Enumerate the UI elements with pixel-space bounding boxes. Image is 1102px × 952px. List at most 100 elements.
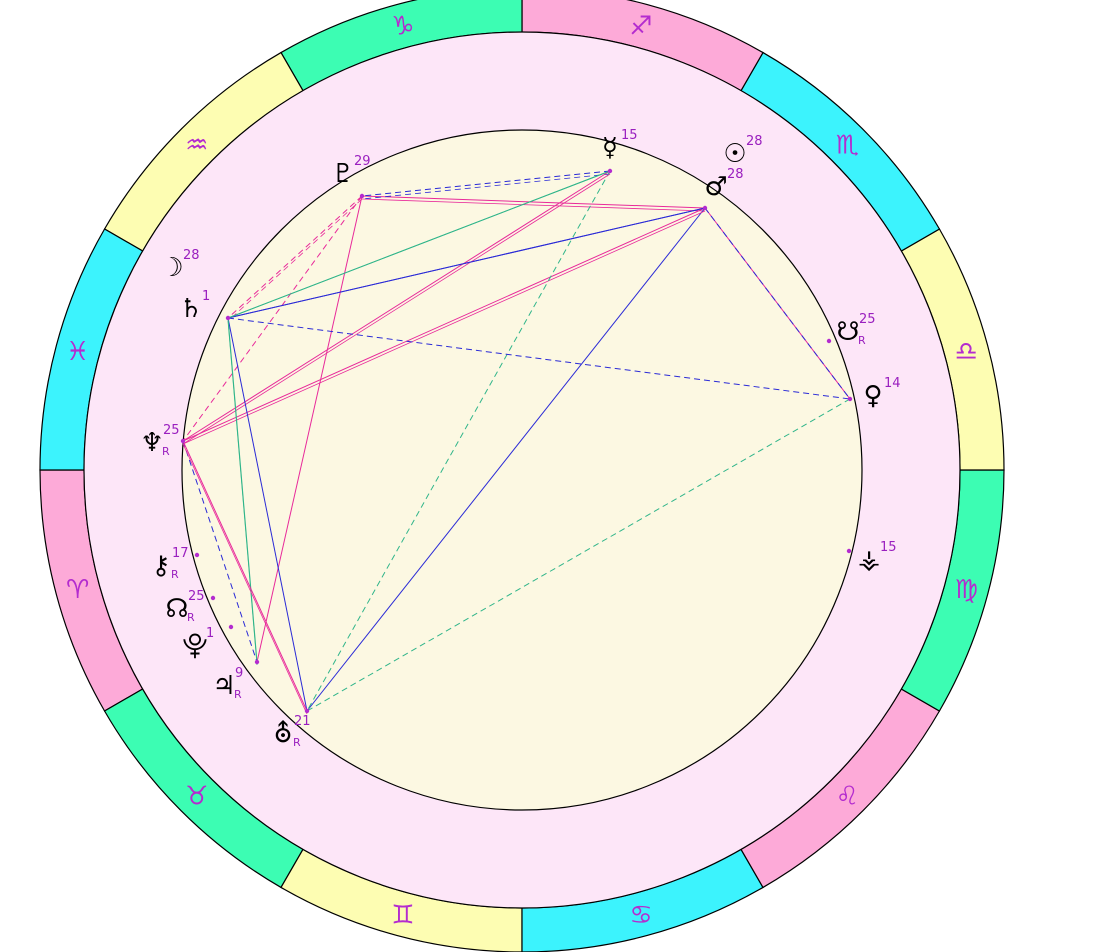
saturn-icon: ♄ — [179, 294, 202, 324]
mercury-degree: 15 — [621, 128, 638, 143]
south-node-position-dot — [826, 338, 832, 344]
vesta-degree: 15 — [880, 540, 897, 555]
aspect-line-pluto-saturn — [227, 195, 363, 319]
proserpina-marker: ⯓1 — [182, 624, 234, 661]
north-node-retrograde-marker: R — [187, 611, 195, 624]
sagittarius-sign-icon: ♐ — [629, 12, 652, 42]
moon-marker: ☽28 — [160, 248, 199, 283]
aspect-line-saturn-uranus — [227, 317, 308, 712]
aspect-line-parallel — [227, 320, 258, 666]
virgo-sign-icon: ♍ — [955, 575, 978, 605]
taurus-sign-icon: ♉ — [185, 781, 208, 811]
aspect-line-saturn-mars — [227, 207, 706, 319]
pluto-position-dot — [359, 193, 365, 199]
aspect-line-saturn-venus — [227, 317, 851, 400]
aspect-line-parallel — [361, 173, 611, 200]
moon-icon: ☽ — [160, 253, 183, 283]
mars-icon: ♂ — [704, 172, 727, 202]
jupiter-degree: 9 — [235, 666, 243, 681]
chiron-degree: 17 — [172, 546, 189, 561]
mars-degree: 28 — [727, 167, 744, 182]
mercury-marker: ☿15 — [602, 128, 638, 174]
cancer-sign-icon: ♋ — [629, 900, 652, 930]
proserpina-icon: ⯓ — [182, 631, 207, 661]
jupiter-icon: ♃ — [212, 671, 235, 701]
sun-icon: ☉ — [723, 139, 746, 169]
jupiter-marker: ♃9R — [212, 659, 260, 701]
aspect-line-venus-uranus — [306, 398, 851, 712]
aspect-line-mercury-neptune — [182, 170, 611, 442]
gemini-sign-icon: ♊ — [391, 900, 414, 930]
aspect-line-neptune-uranus — [182, 440, 308, 712]
aspect-line-parallel — [227, 198, 363, 322]
uranus-degree: 21 — [294, 714, 311, 729]
aspect-line-mars-neptune — [182, 207, 706, 442]
aspect-line-parallel — [182, 210, 706, 445]
pluto-icon: ♇ — [331, 159, 354, 189]
mercury-position-dot — [607, 168, 613, 174]
aspect-line-parallel — [361, 198, 706, 212]
aspect-line-parallel — [182, 443, 308, 715]
capricorn-sign-icon: ♑ — [391, 12, 414, 42]
aspect-line-mercury-pluto — [361, 170, 611, 197]
saturn-position-dot — [225, 315, 231, 321]
neptune-position-dot — [180, 438, 186, 444]
mars-marker: ♂28 — [702, 167, 744, 211]
saturn-degree: 1 — [202, 289, 210, 304]
sun-degree: 28 — [746, 134, 763, 149]
scorpio-sign-icon: ♏ — [836, 131, 859, 161]
neptune-degree: 25 — [163, 423, 180, 438]
sun-marker: ☉28 — [723, 134, 762, 169]
aspect-line-pluto-neptune — [182, 195, 363, 442]
chiron-marker: ⚷17R — [151, 546, 200, 581]
proserpina-position-dot — [228, 624, 234, 630]
aries-sign-icon: ♈ — [66, 575, 89, 605]
zodiac-sign-ring — [39, 0, 1005, 952]
saturn-marker: ♄1 — [179, 289, 231, 324]
aspect-line-neptune-jupiter — [182, 440, 258, 663]
uranus-marker: ⛢21R — [273, 708, 311, 749]
neptune-retrograde-marker: R — [162, 445, 170, 458]
aspect-line-parallel — [182, 173, 611, 445]
uranus-position-dot — [304, 708, 310, 714]
uranus-icon: ⛢ — [273, 719, 292, 749]
aspect-line-mercury-uranus — [306, 170, 611, 712]
aspect-line-mars-pluto — [361, 195, 706, 209]
chiron-position-dot — [194, 552, 200, 558]
zodiac-sign-glyphs: ♈♉♊♋♌♍♎♏♐♑♒♓ — [66, 12, 978, 931]
aspect-disc — [181, 129, 863, 811]
neptune-icon: ♆ — [140, 428, 163, 458]
neptune-marker: ♆25R — [140, 423, 186, 458]
aspect-line-mars-venus — [704, 207, 851, 400]
moon-degree: 28 — [183, 248, 200, 263]
planet-glyphs: ☿15☉28♂28♇29☽28♄1☋25R♀14♆25R⚷17R☊25R⯓1♃9… — [140, 128, 900, 749]
mercury-icon: ☿ — [602, 133, 618, 163]
north-node-icon: ☊ — [165, 594, 188, 624]
vesta-icon: ⚶ — [858, 545, 880, 575]
venus-degree: 14 — [884, 376, 901, 391]
vesta-marker: ⚶15 — [846, 540, 897, 575]
south-node-degree: 25 — [859, 312, 876, 327]
aspect-line-saturn-mercury — [227, 170, 611, 319]
pluto-degree: 29 — [354, 154, 371, 169]
jupiter-retrograde-marker: R — [234, 688, 242, 701]
north-node-marker: ☊25R — [165, 589, 216, 624]
leo-sign-icon: ♌ — [836, 781, 859, 811]
north-node-position-dot — [210, 595, 216, 601]
north-node-degree: 25 — [188, 589, 205, 604]
chiron-icon: ⚷ — [151, 551, 170, 581]
vesta-position-dot — [846, 548, 852, 554]
proserpina-degree: 1 — [206, 626, 214, 641]
aspect-lines — [182, 170, 851, 715]
pisces-sign-icon: ♓ — [66, 337, 89, 367]
south-node-retrograde-marker: R — [858, 334, 866, 347]
mars-position-dot — [702, 205, 708, 211]
venus-position-dot — [847, 396, 853, 402]
uranus-retrograde-marker: R — [293, 736, 301, 749]
chiron-retrograde-marker: R — [171, 568, 179, 581]
venus-marker: ♀14 — [847, 376, 901, 411]
south-node-marker: ☋25R — [826, 312, 876, 347]
venus-icon: ♀ — [863, 381, 882, 411]
pluto-marker: ♇29 — [331, 154, 371, 199]
